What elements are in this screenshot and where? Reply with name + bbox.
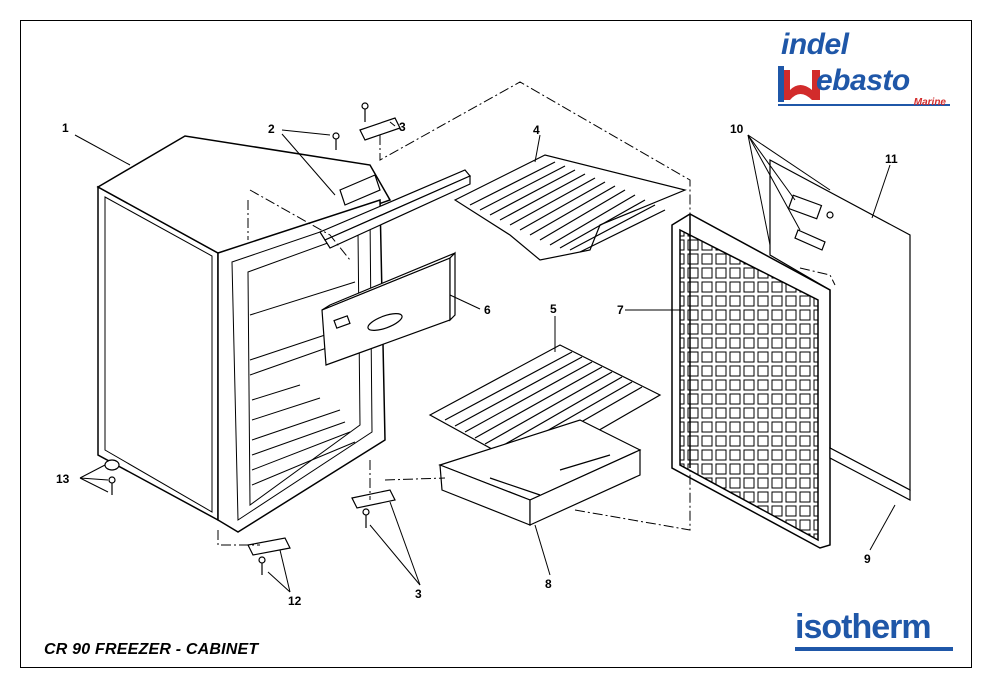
foot-bracket-part <box>247 537 291 575</box>
callout-7: 7 <box>617 303 624 317</box>
door-hinge-part <box>787 194 834 251</box>
foot-screws-part <box>104 459 120 495</box>
top-rail-part <box>319 132 471 249</box>
marine-label: Marine <box>913 97 946 108</box>
drawing-frame <box>20 20 972 668</box>
webasto-logo-mark <box>778 66 820 102</box>
callout-labels: 1 2 3 4 5 6 7 8 9 10 11 12 13 3 <box>56 120 898 608</box>
callout-9: 9 <box>864 552 871 566</box>
callout-6: 6 <box>484 303 491 317</box>
callout-8: 8 <box>545 577 552 591</box>
hinge-bracket-bottom <box>351 489 396 528</box>
callout-11: 11 <box>885 152 898 166</box>
drawer-part <box>321 251 456 366</box>
callout-3-bottom: 3 <box>415 587 422 601</box>
indel-logo: indel <box>781 28 849 61</box>
leader-lines <box>74 121 896 593</box>
callout-12: 12 <box>288 594 302 608</box>
callout-5: 5 <box>550 302 557 316</box>
webasto-logo: ebasto Marine <box>778 64 950 108</box>
diagram-title: CR 90 FREEZER - CABINET <box>44 641 259 658</box>
assembly-lines <box>217 81 836 546</box>
wire-shelf-upper <box>453 154 687 261</box>
isotherm-underline <box>795 647 953 651</box>
hinge-bracket-top <box>359 102 401 141</box>
cabinet-body <box>96 135 392 533</box>
callout-4: 4 <box>533 123 540 137</box>
callout-2: 2 <box>268 122 275 136</box>
callout-13: 13 <box>56 472 70 486</box>
callout-10: 10 <box>730 122 744 136</box>
door-panel-back <box>769 158 911 501</box>
webasto-logo-text: ebasto <box>816 64 910 97</box>
isotherm-logo: isotherm <box>795 608 932 646</box>
callout-1: 1 <box>62 121 69 135</box>
drip-tray-part <box>438 419 642 526</box>
callout-3-top: 3 <box>399 120 406 134</box>
wire-shelf-lower <box>428 344 662 471</box>
door-panel-part <box>671 213 831 549</box>
